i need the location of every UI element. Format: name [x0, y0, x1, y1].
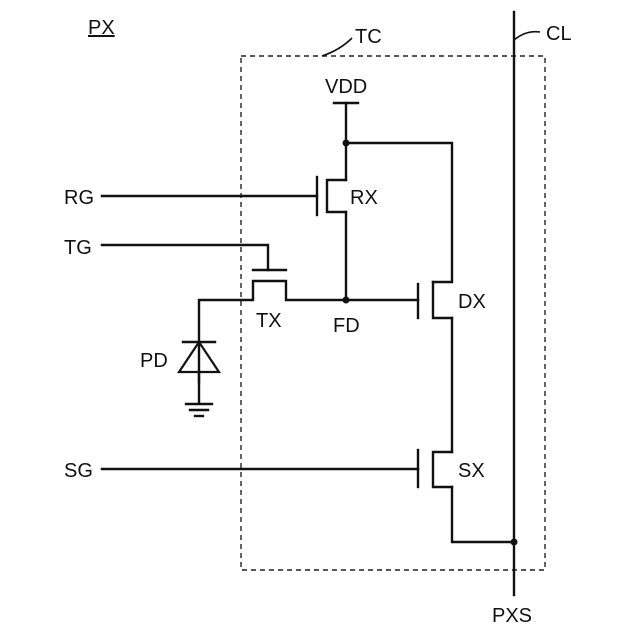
- sx-source-wire: [452, 487, 514, 542]
- dx-channel: [433, 282, 452, 318]
- label-vdd: VDD: [325, 76, 367, 98]
- label-tx: TX: [256, 310, 282, 332]
- label-sx: SX: [458, 460, 485, 482]
- output-node: [511, 539, 518, 546]
- tc-leader-line: [322, 38, 352, 56]
- label-sg: SG: [64, 460, 93, 482]
- cl-leader-line: [514, 32, 540, 40]
- label-cl: CL: [546, 23, 572, 45]
- rx-channel: [327, 180, 346, 212]
- label-tc: TC: [355, 26, 382, 48]
- label-px: PX: [88, 17, 115, 39]
- label-pd: PD: [140, 350, 168, 372]
- label-pxs: PXS: [492, 605, 532, 627]
- tg-wire: [102, 245, 268, 270]
- label-fd: FD: [333, 315, 360, 337]
- sx-channel: [433, 452, 452, 487]
- transistor-circuit-boundary: [241, 56, 545, 570]
- label-rg: RG: [64, 187, 94, 209]
- dx-drain-wire: [346, 143, 452, 282]
- label-rx: RX: [350, 187, 378, 209]
- label-tg: TG: [64, 237, 92, 259]
- label-dx: DX: [458, 291, 486, 313]
